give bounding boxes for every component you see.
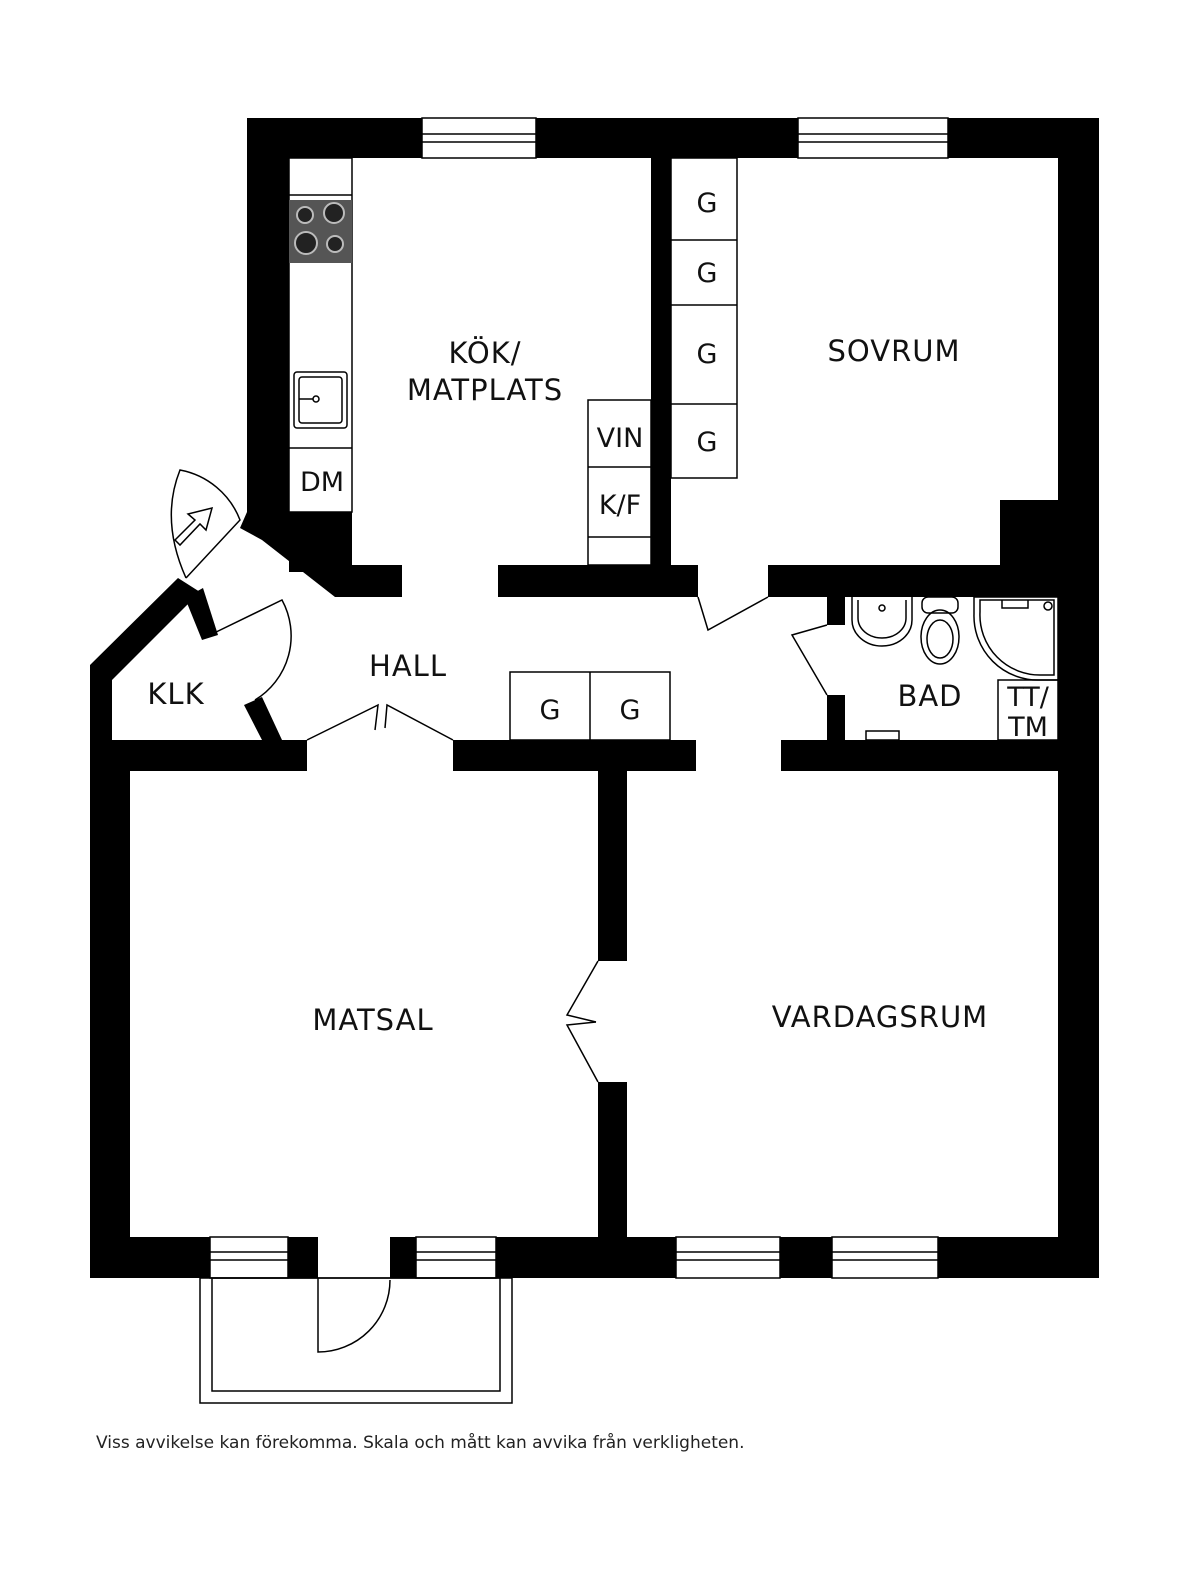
bath-door [790,624,828,696]
washer-dryer: TT/ TM [997,679,1059,743]
wall-middle-center [453,740,696,771]
dining-label: MATSAL [312,1003,433,1037]
living-door-bottom [565,1021,599,1083]
wall-middle-left [108,740,307,771]
balcony-door [317,1278,391,1353]
wall-kitchen-bedroom [651,158,671,578]
window-kitchen [421,117,537,159]
washbasin-icon [851,597,913,647]
wall-closet-diagonal [90,578,200,740]
dishwasher-label: DM [300,467,344,498]
wall-bottom-2 [288,1237,318,1278]
walls [90,118,1099,1278]
wall-diagonal-entry [240,512,402,597]
bedroom-door [697,596,769,632]
wardrobe-label-3: G [697,339,718,370]
bath-label: BAD [897,679,962,713]
hall-wardrobe-label-1: G [540,695,561,726]
toilet-icon [920,596,960,665]
washer-label-1: TT/ [1006,682,1050,713]
room-labels: KÖK/ MATPLATS SOVRUM HALL KLK BAD MATSAL… [147,334,988,1037]
wall-middle-right [781,740,1099,771]
disclaimer-text: Viss avvikelse kan förekomma. Skala och … [96,1432,745,1453]
living-label: VARDAGSRUM [772,1000,988,1034]
window-bedroom [797,117,949,159]
living-door-top [565,960,599,1023]
shower-icon [973,596,1059,681]
kitchen-label-line2: MATPLATS [407,373,563,407]
wardrobe-label-4: G [697,427,718,458]
wall-bottom-4 [496,1237,676,1278]
stove-icon [289,200,352,263]
kitchen-label-line1: KÖK/ [448,336,521,370]
windows [209,117,949,1279]
wardrobe-label-1: G [697,188,718,219]
hall-wardrobe-label-2: G [620,695,641,726]
wall-top [247,118,1099,158]
window-dining-left [209,1236,289,1279]
balcony [199,1277,513,1404]
wine-label: VIN [597,423,644,454]
wall-divider-top [598,771,627,961]
window-living-left [675,1236,781,1279]
floor-drain-icon [865,730,900,741]
dining-door-left [306,703,379,741]
window-dining-right [415,1236,497,1279]
doors [170,469,828,1083]
wall-divider-bottom [598,1082,627,1247]
wardrobe-label-2: G [697,258,718,289]
kitchen-counter: DM [288,157,353,513]
wall-kitchen-left [247,118,289,528]
closet-door [209,599,292,701]
window-living-right [831,1236,939,1279]
dining-door-right [384,703,454,741]
wall-bottom-6 [938,1237,1099,1278]
bedroom-corner-block [1000,500,1058,565]
wall-bedroom-bottom [768,565,1099,597]
hall-wardrobes: G G [509,671,671,741]
wall-left-lower [90,740,130,1278]
wall-closet-stub-top [185,588,218,640]
entrance-arrow-icon [173,506,214,547]
wall-bath-left-top [827,597,845,625]
hall-label: HALL [369,649,447,683]
bedroom-label: SOVRUM [828,334,961,368]
wall-bottom-5 [780,1237,832,1278]
wall-closet-stub-bottom [244,697,282,740]
fridge-label: K/F [599,490,641,521]
wall-right [1058,118,1099,1278]
entrance-door [170,469,241,579]
wall-bottom-1 [90,1237,210,1278]
wall-bath-left-bottom [827,695,845,745]
kitchen-tall-units: VIN K/F [587,399,652,566]
bedroom-wardrobes: G G G G [670,157,738,479]
bathroom-fixtures: TT/ TM [851,596,1059,743]
closet-label: KLK [147,677,204,711]
sink-icon [293,371,348,429]
wall-bottom-3 [390,1237,416,1278]
washer-label-2: TM [1007,712,1048,743]
